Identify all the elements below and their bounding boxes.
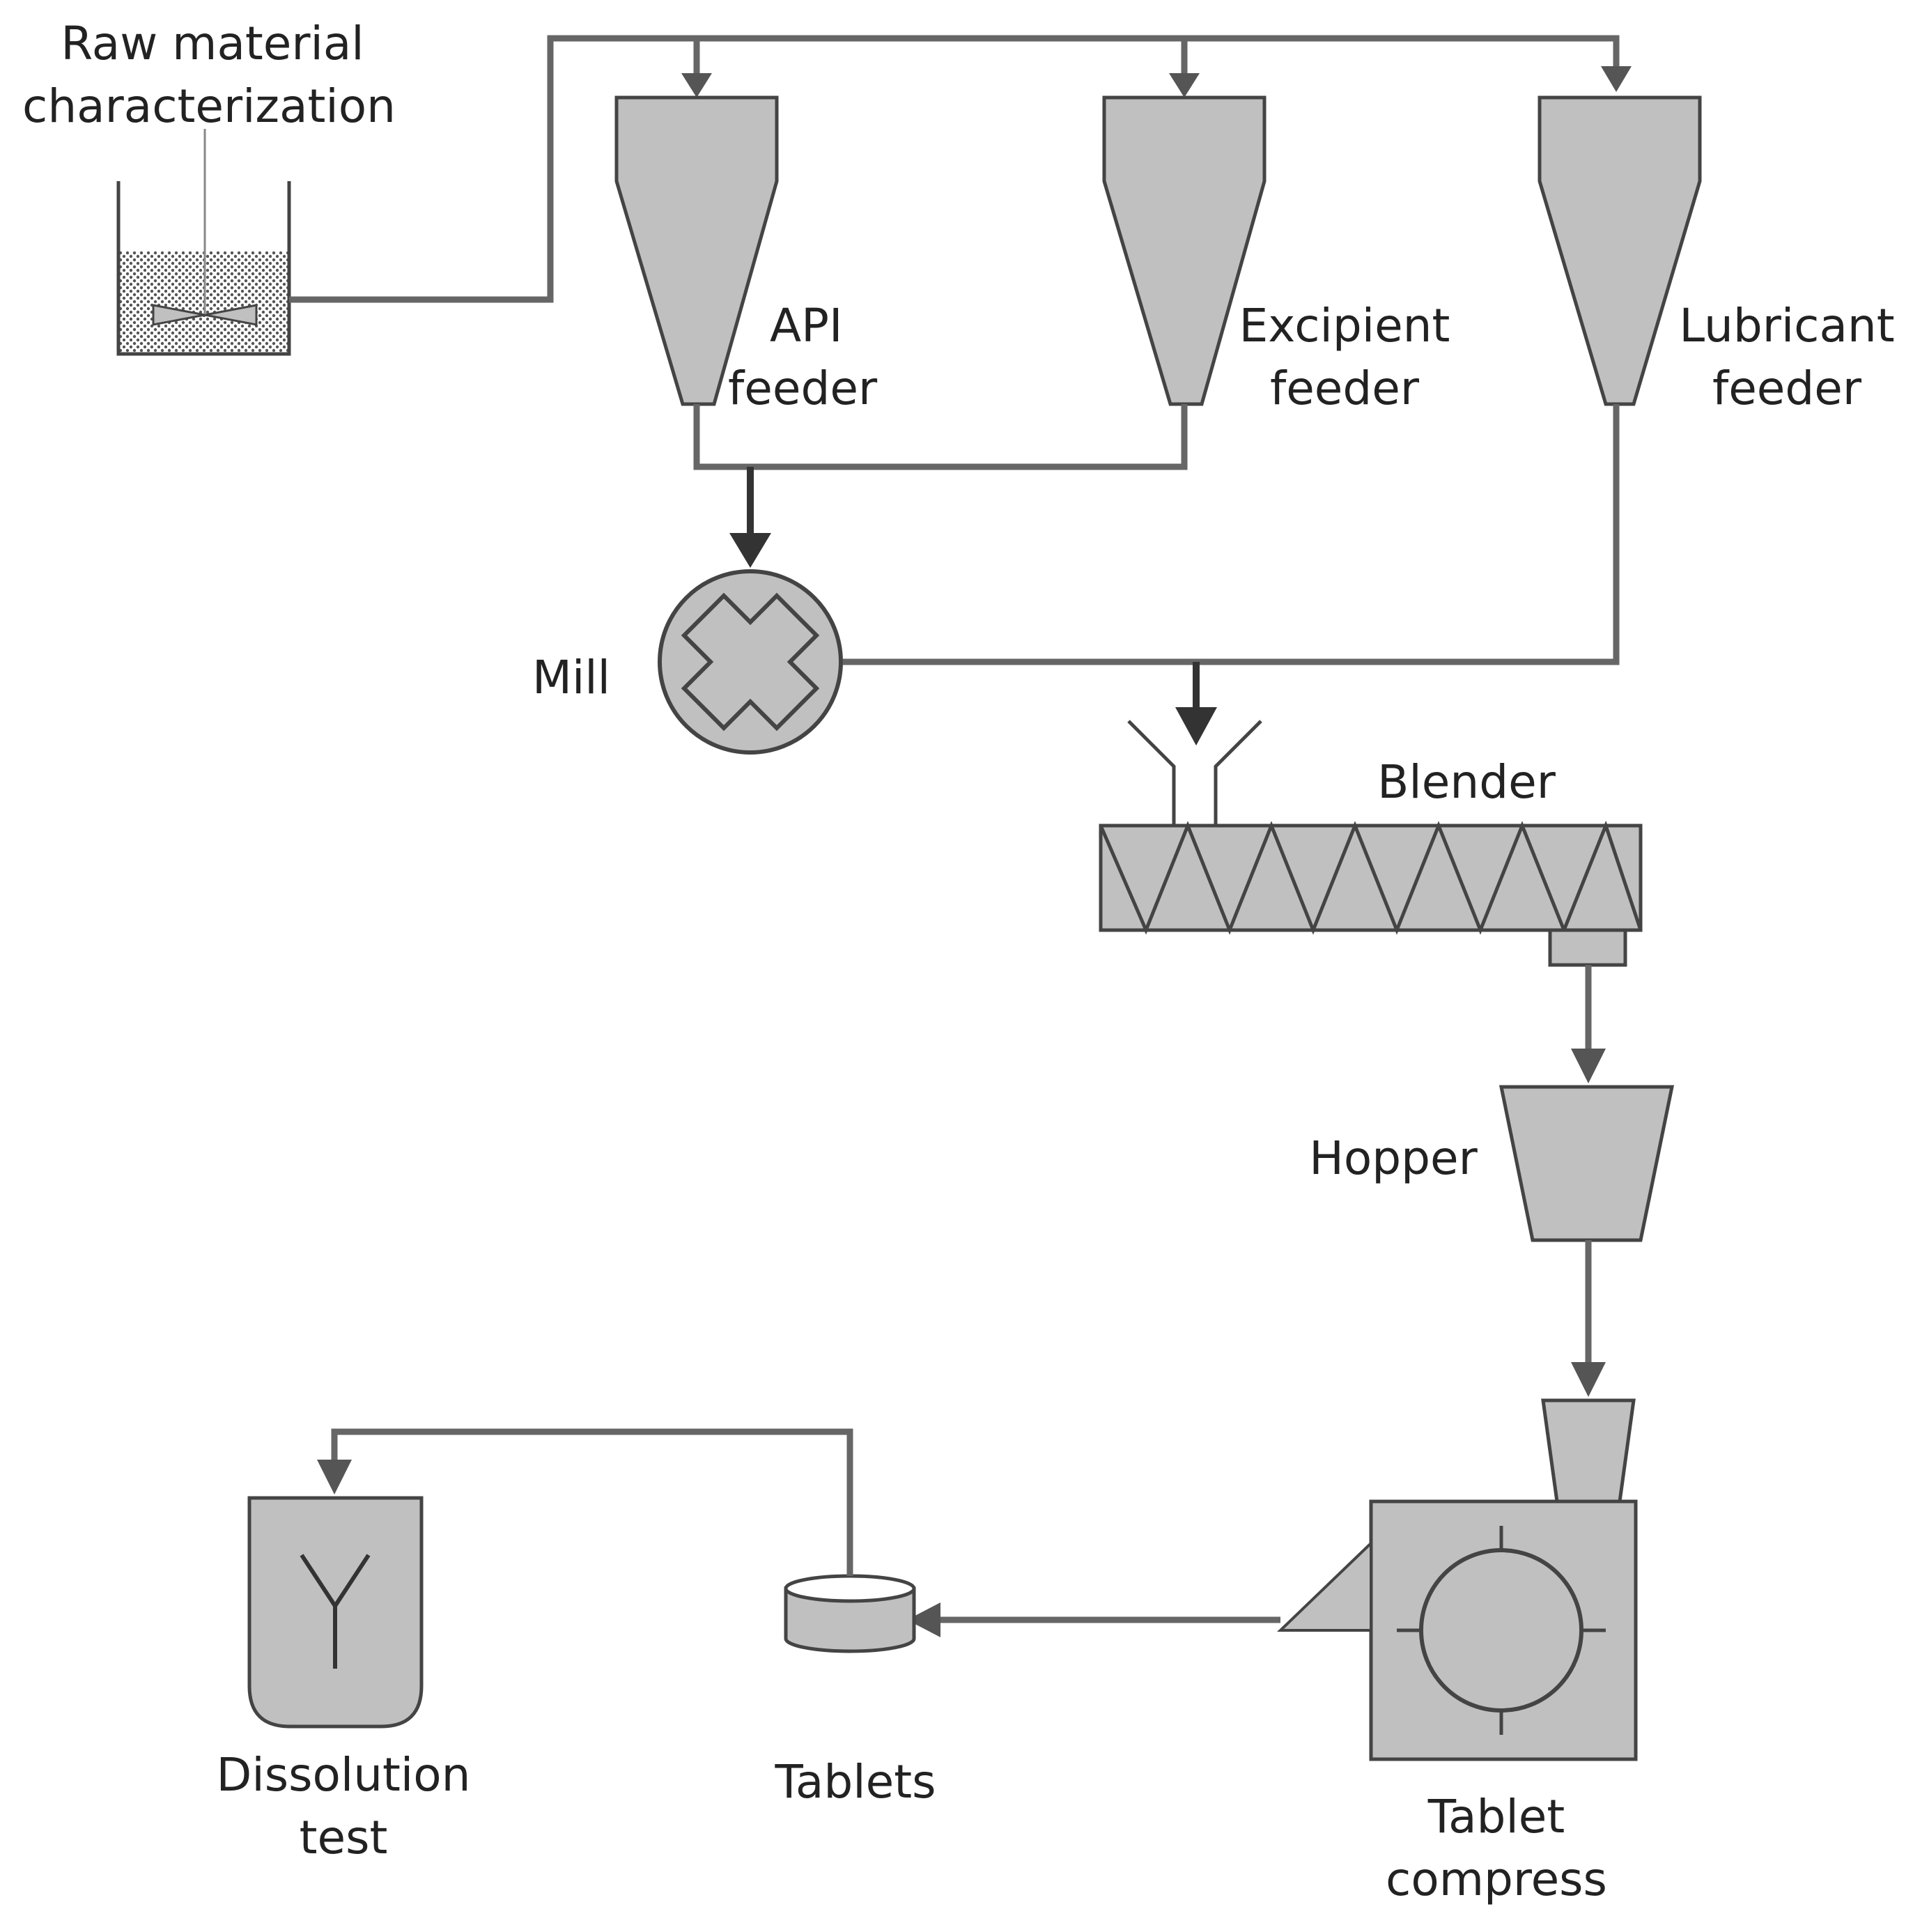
compress-discharge-chute — [1277, 1540, 1372, 1632]
feeder-outlet-lines — [693, 404, 1620, 665]
blender-screw — [1099, 820, 1643, 935]
compress-feed-frame — [1541, 1398, 1636, 1504]
tablets-to-dissolution-line — [331, 1428, 853, 1576]
tablets-dish — [784, 1574, 916, 1653]
api-feeder-label-line1: API — [770, 299, 842, 353]
excipient-feeder-label-line1: Excipient — [1239, 299, 1450, 353]
blender-funnel — [1127, 720, 1262, 826]
compress-turret — [1419, 1548, 1583, 1713]
blender-inlet-arrow-head — [1175, 707, 1217, 745]
raw-material-vessel — [116, 129, 291, 356]
tablet-compress-label-line1: Tablet — [1427, 1790, 1565, 1844]
mill-label: Mill — [532, 651, 610, 704]
stirrer-blade-left — [152, 304, 206, 326]
api-feeder-label-line2: feeder — [728, 362, 878, 415]
arrow-to-api-feeder — [681, 73, 712, 98]
dissolution-label-line2: test — [300, 1811, 388, 1864]
mill-cross-icon — [681, 592, 820, 732]
tablets-label: Tablets — [775, 1755, 936, 1809]
mill — [658, 569, 843, 755]
blender — [1099, 820, 1643, 967]
raw-material-label-line1: Raw material — [61, 17, 364, 70]
api-feeder — [614, 95, 779, 406]
dissolution-vessel — [247, 1496, 424, 1729]
arrow-to-compress — [1571, 1362, 1606, 1397]
tablet-compress — [1277, 1398, 1638, 1761]
arrow-to-excipient-feeder — [1169, 73, 1200, 98]
blender-label: Blender — [1377, 755, 1556, 809]
feed-distribution-line — [289, 35, 1620, 303]
hopper-label: Hopper — [1309, 1131, 1478, 1185]
lubricant-feeder-label-line1: Lubricant — [1679, 299, 1894, 353]
blender-outlet — [1548, 928, 1627, 967]
mill-inlet-arrow-head — [729, 533, 771, 568]
hopper — [1498, 1085, 1675, 1242]
arrow-to-dissolution — [317, 1460, 352, 1494]
tablet-compress-label-line2: compress — [1386, 1853, 1607, 1906]
raw-material-label-line2: characterization — [22, 79, 396, 133]
lubricant-feeder — [1538, 95, 1702, 406]
turret-ticks — [1397, 1526, 1606, 1735]
arrow-to-hopper — [1571, 1049, 1606, 1083]
stirrer-blade-right — [204, 304, 258, 326]
excipient-feeder — [1102, 95, 1267, 406]
lubricant-feeder-label-line2: feeder — [1712, 362, 1862, 415]
dissolution-label-line1: Dissolution — [217, 1748, 471, 1802]
excipient-feeder-label-line2: feeder — [1270, 362, 1420, 415]
arrow-to-lubricant-feeder — [1601, 66, 1632, 92]
arrow-to-tablets — [907, 1602, 940, 1637]
